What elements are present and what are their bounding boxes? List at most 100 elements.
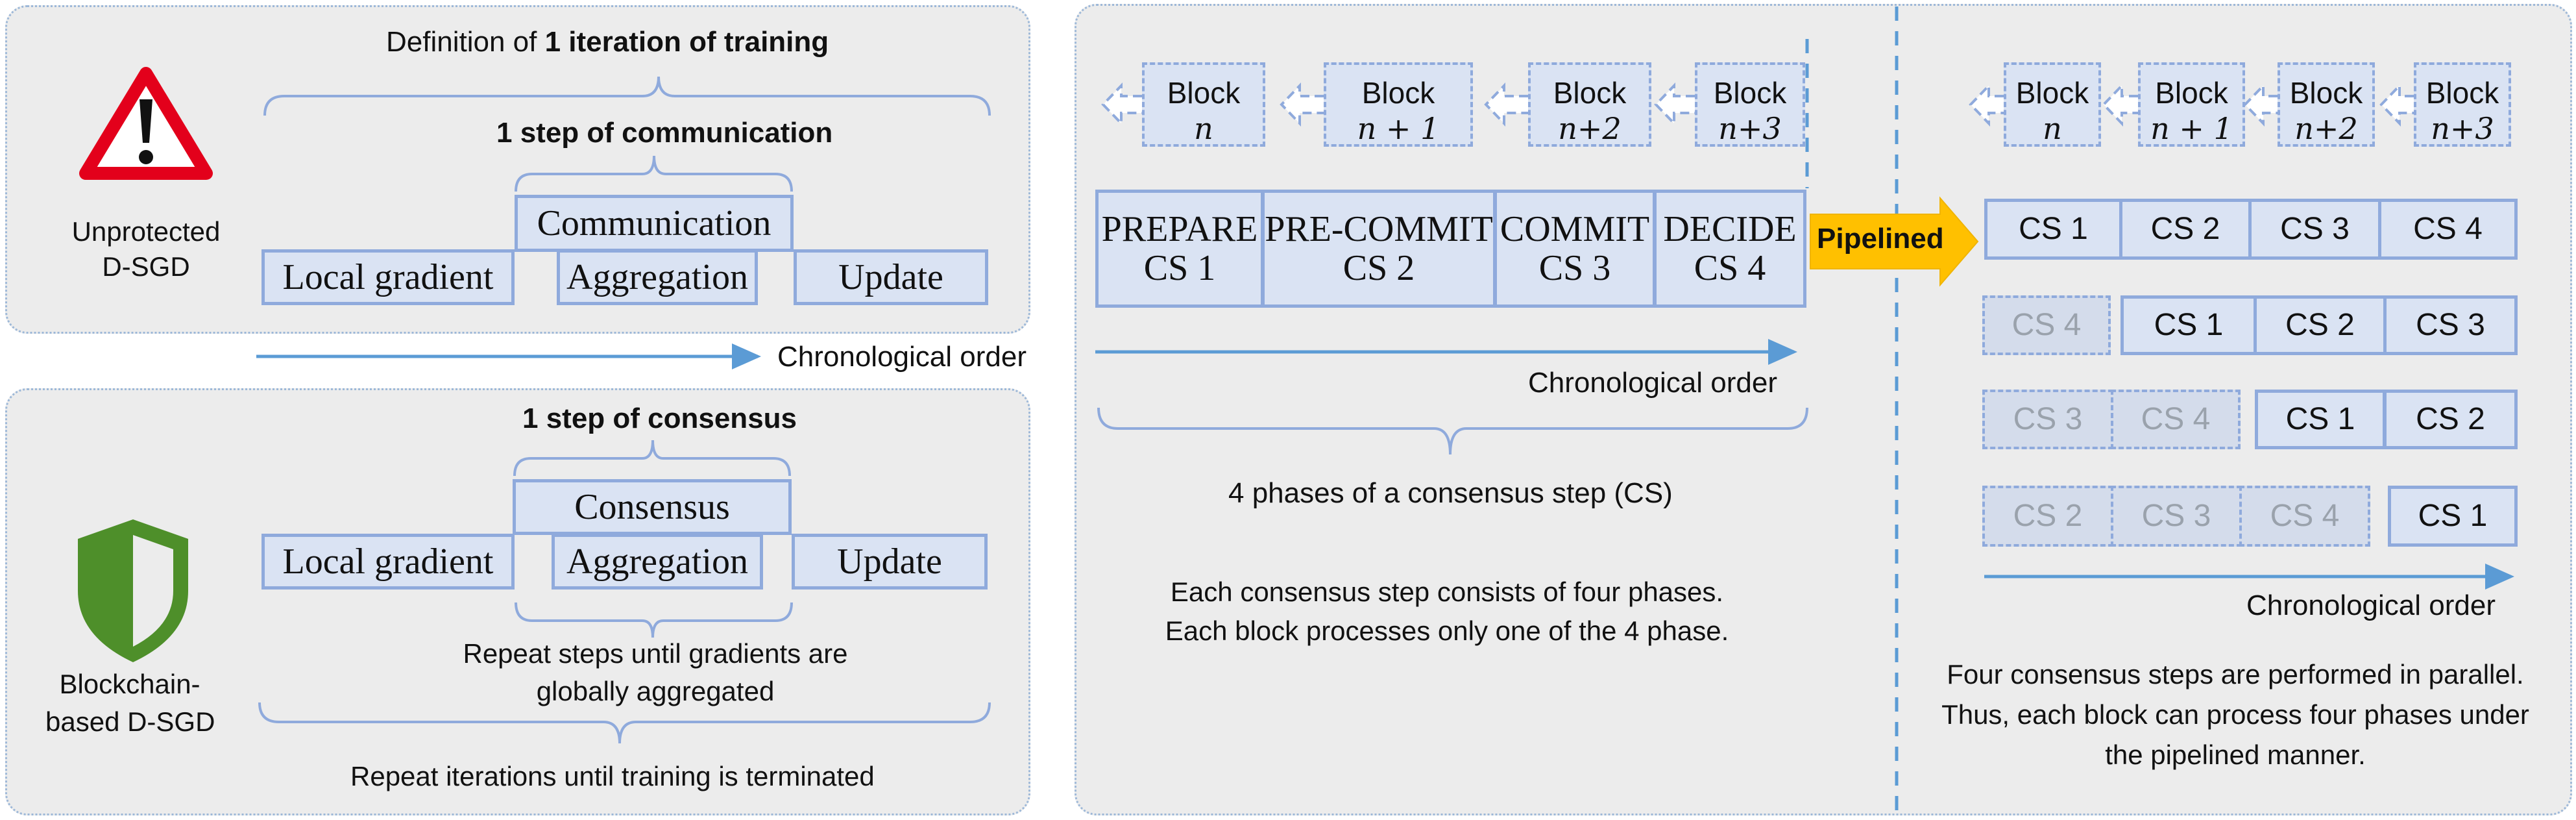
communication-box: Communication xyxy=(515,195,794,252)
brace-phases xyxy=(1097,407,1808,455)
block-n1-right: Block n + 1 xyxy=(2138,62,2245,147)
block-label: Block xyxy=(1361,76,1435,110)
update-box-2: Update xyxy=(792,534,988,590)
block-label: Block xyxy=(2155,76,2228,110)
block-n3-right: Block n+3 xyxy=(2414,62,2511,147)
step-consensus-label: 1 step of consensus xyxy=(522,403,797,434)
block-number: n+2 xyxy=(1558,111,1622,147)
middle-desc-line1: Each consensus step consists of four pha… xyxy=(1170,577,1724,607)
brace-iteration xyxy=(263,76,991,116)
block-number: n xyxy=(2043,111,2062,147)
pipelined-label: Pipelined xyxy=(1817,223,1944,255)
cs-cell: CS 3 xyxy=(2248,199,2381,260)
block-n1-mid: Block n + 1 xyxy=(1324,62,1473,147)
brace-consensus xyxy=(513,440,791,477)
block-number: n + 1 xyxy=(2150,111,2233,147)
block-arrow-right-3 xyxy=(2243,82,2278,127)
block-label: Block xyxy=(2289,76,2363,110)
block-n-mid: Block n xyxy=(1142,62,1265,147)
cs-cell-ghost: CS 4 xyxy=(1982,295,2111,355)
block-arrow-mid-3 xyxy=(1484,82,1528,127)
block-arrow-mid-2 xyxy=(1280,82,1324,127)
cs-cell: CS 2 xyxy=(2383,390,2518,449)
cs-cell: CS 1 xyxy=(2255,390,2386,449)
right-description: Four consensus steps are performed in pa… xyxy=(1904,654,2566,775)
middle-desc-line2: Each block processes only one of the 4 p… xyxy=(1165,615,1729,646)
right-desc-line2: Thus, each block can process four phases… xyxy=(1941,699,2529,730)
blockchain-label-line1: Blockchain- xyxy=(59,669,200,699)
block-arrow-right-4 xyxy=(2379,82,2414,127)
block-label: Block xyxy=(2425,76,2499,110)
unprotected-label-line1: Unprotected xyxy=(71,216,221,247)
block-arrow-right-2 xyxy=(2102,82,2138,127)
block-n2-right: Block n+2 xyxy=(2278,62,2375,147)
phase-cs: CS 3 xyxy=(1538,248,1611,288)
local-gradient-box-2: Local gradient xyxy=(261,534,515,590)
aggregation-box: Aggregation xyxy=(557,249,758,305)
right-desc-line3: the pipelined manner. xyxy=(2105,739,2366,770)
block-n-right: Block n xyxy=(2004,62,2101,147)
right-desc-line1: Four consensus steps are performed in pa… xyxy=(1947,659,2524,690)
cs-cell-ghost: CS 4 xyxy=(2111,390,2241,449)
cs-cell: CS 2 xyxy=(2119,199,2252,260)
aggregation-box-2: Aggregation xyxy=(552,534,763,590)
block-label: Block xyxy=(1713,76,1787,110)
update-box: Update xyxy=(794,249,988,305)
repeat-steps-line1: Repeat steps until gradients are xyxy=(463,638,848,669)
cs-cell: CS 1 xyxy=(2120,295,2257,355)
step-communication-label: 1 step of communication xyxy=(496,117,833,149)
warning-triangle-icon xyxy=(75,62,217,185)
phase-cs: CS 2 xyxy=(1343,248,1415,288)
repeat-iterations-text: Repeat iterations until training is term… xyxy=(350,761,875,791)
cs-cell: CS 4 xyxy=(2378,199,2518,260)
chronological-order-right: Chronological order xyxy=(2246,590,2496,621)
block-label: Block xyxy=(2015,76,2089,110)
block-number: n xyxy=(1194,111,1213,147)
consensus-box: Consensus xyxy=(513,479,792,535)
cs-cell: CS 1 xyxy=(2388,486,2518,547)
block-label: Block xyxy=(1553,76,1627,110)
phase-name: COMMIT xyxy=(1500,208,1650,249)
phases-caption: 4 phases of a consensus step (CS) xyxy=(1228,477,1673,509)
brace-communication xyxy=(515,155,793,192)
brace-repeat-iterations xyxy=(258,702,991,744)
chronological-order-top-left: Chronological order xyxy=(777,341,1027,373)
shield-icon xyxy=(68,513,198,669)
brace-repeat-steps xyxy=(515,602,793,638)
repeat-steps-line2: globally aggregated xyxy=(536,676,775,706)
phase-name: DECIDE xyxy=(1663,208,1797,249)
block-number: n+2 xyxy=(2294,111,2358,147)
cs-cell: CS 2 xyxy=(2254,295,2387,355)
block-label: Block xyxy=(1167,76,1241,110)
block-n3-mid: Block n+3 xyxy=(1695,62,1805,147)
phase-name: PREPARE xyxy=(1101,208,1258,249)
definition-prefix: Definition of xyxy=(386,26,545,58)
unprotected-label: Unprotected D-SGD xyxy=(62,214,230,284)
phase-name: PRE-COMMIT xyxy=(1265,208,1493,249)
chronological-order-middle: Chronological order xyxy=(1528,367,1777,399)
cs-cell-ghost: CS 3 xyxy=(1982,390,2113,449)
cs-cell: CS 3 xyxy=(2383,295,2518,355)
block-n2-mid: Block n+2 xyxy=(1528,62,1651,147)
unprotected-label-line2: D-SGD xyxy=(102,251,190,282)
definition-title: Definition of 1 iteration of training xyxy=(386,26,829,58)
block-number: n+3 xyxy=(2431,111,2494,147)
blockchain-label-line2: based D-SGD xyxy=(45,706,215,737)
cs-cell-ghost: CS 4 xyxy=(2239,486,2370,547)
blockchain-label: Blockchain- based D-SGD xyxy=(45,665,215,741)
block-arrow-mid-4 xyxy=(1654,82,1695,127)
block-number: n + 1 xyxy=(1357,111,1440,147)
cs-cell-ghost: CS 2 xyxy=(1982,486,2113,547)
middle-description: Each consensus step consists of four pha… xyxy=(1116,573,1778,651)
phase-cs: CS 1 xyxy=(1143,248,1216,288)
local-gradient-box: Local gradient xyxy=(261,249,515,305)
repeat-steps-text: Repeat steps until gradients are globall… xyxy=(396,635,915,710)
pipelined-arrow xyxy=(1810,196,1979,287)
definition-bold: 1 iteration of training xyxy=(544,26,829,58)
phase-cs: CS 4 xyxy=(1694,248,1766,288)
